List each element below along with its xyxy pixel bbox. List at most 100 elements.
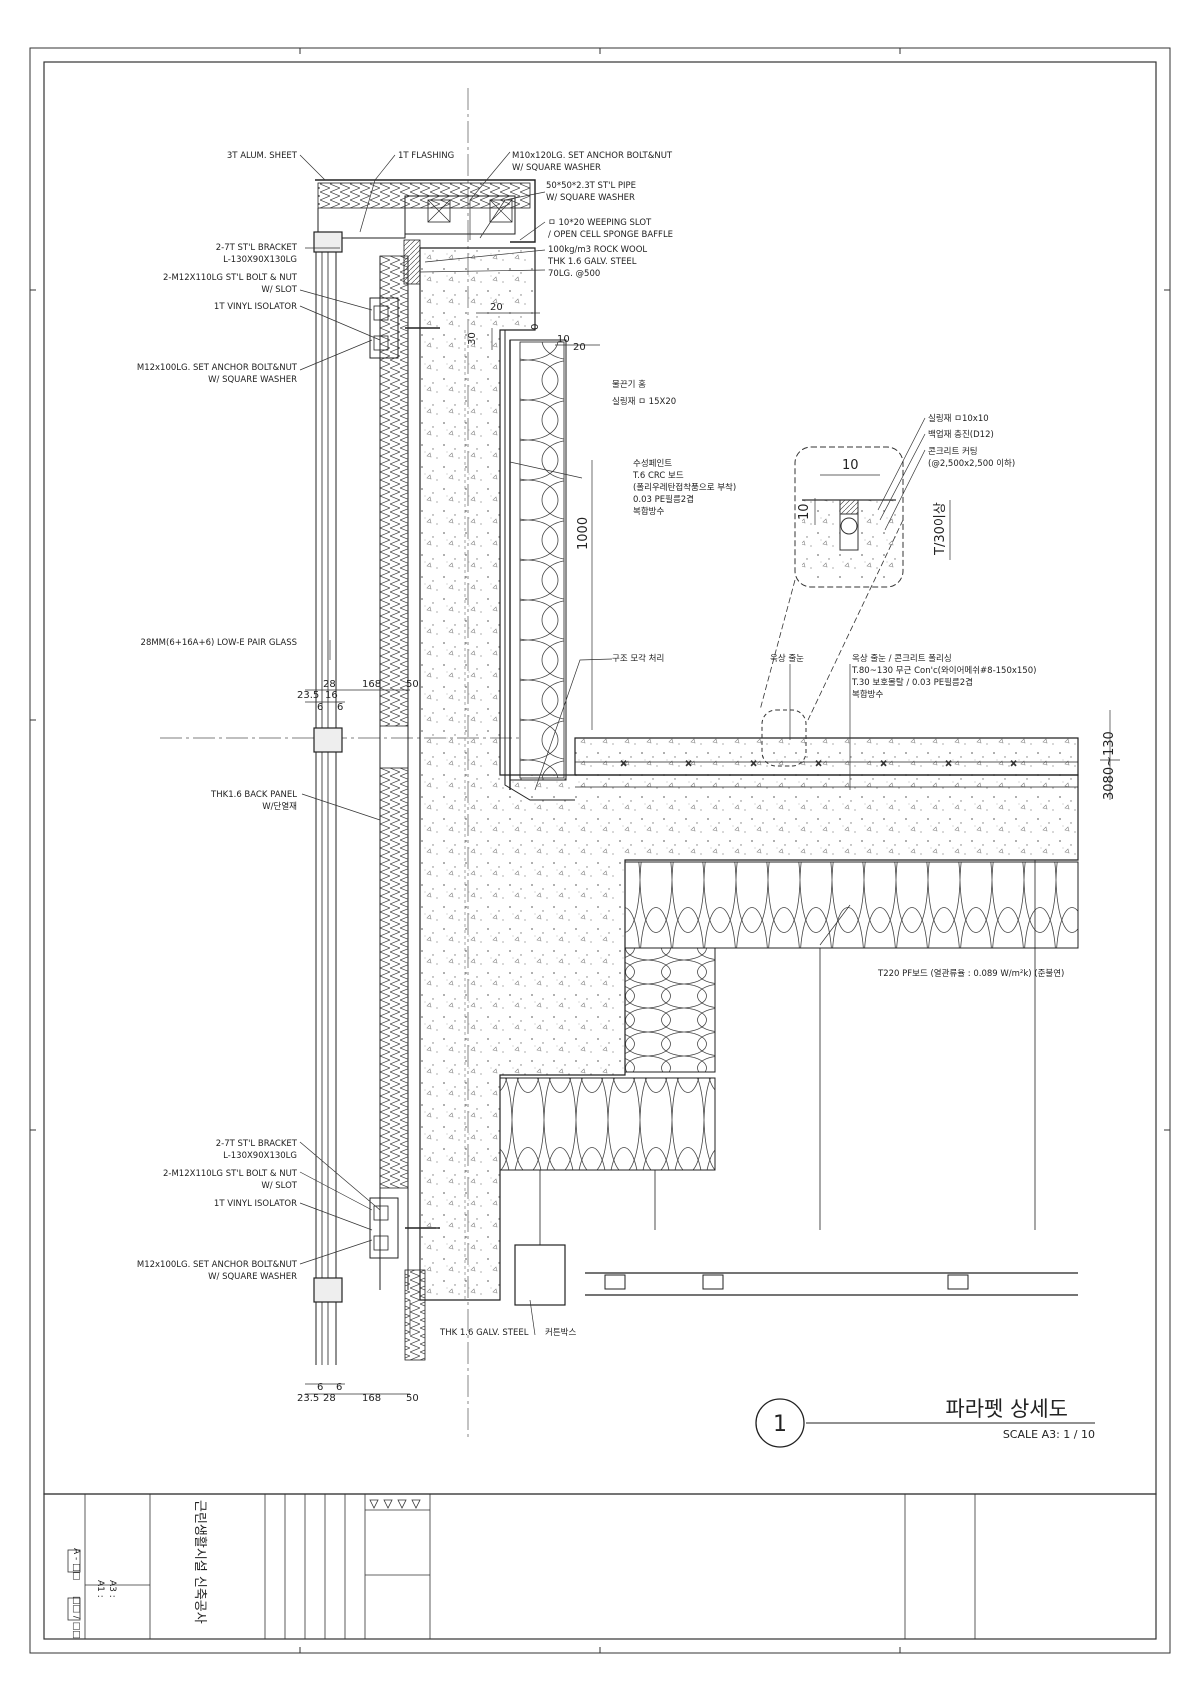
dim-bot-6b: 6 [336,1382,342,1393]
dim-bot-6a: 6 [317,1382,323,1393]
ceiling-insulation [499,861,1079,1171]
title-block-grid [67,1494,976,1639]
dim-top-50: 50 [406,679,419,690]
svg-text:×: × [880,759,887,769]
label-curtain-box: 커튼박스 [545,1327,576,1338]
project-name: 근린생활시설 신축공사 [192,1500,207,1624]
label-weeping-slot: ㅁ 10*20 WEEPING SLOT [548,218,652,228]
label-pair-glass: 28MM(6+16A+6) LOW-E PAIR GLASS [141,638,297,648]
inset-labels: 실링재 ㅁ10x10 백업재 충진(D12) 콘크리트 커팅 (@2,500x2… [928,413,1015,469]
label-roof-polish: 옥상 줄눈 / 콘크리트 폴리싱 [852,653,952,664]
label-inset-cutting: 콘크리트 커팅 [928,446,978,457]
dim-top-28: 28 [323,679,336,690]
label-bracket-size-bottom: L-130X90X130LG [223,1151,297,1161]
label-isolator-top: 1T VINYL ISOLATOR [214,302,297,312]
label-pf-board: T220 PF보드 (열관류율 : 0.089 W/m²k) (준불연) [877,968,1064,979]
svg-text:×: × [1010,759,1017,769]
svg-text:×: × [685,759,692,769]
detail-number: 1 [773,1412,787,1437]
dim-top-6b: 6 [337,702,343,713]
label-roof-concrete: T.80~130 무근 Con'c(와이어메쉬#8-150x150) [851,665,1036,676]
dim-10: 10 [557,334,570,345]
concrete-structure [419,247,1079,1301]
dim-bot-168: 168 [362,1393,381,1404]
label-pe-film: 0.03 PE필름2겹 [633,494,694,505]
top-labels: 1T FLASHING M10x120LG. SET ANCHOR BOLT&N… [398,151,673,279]
label-alum-sheet: 3T ALUM. SHEET [227,151,298,161]
label-waterproof: 복합방수 [633,506,664,517]
dim-30: 30 [467,332,478,345]
label-slot-bottom: W/ SLOT [261,1181,297,1191]
label-crc-board: T.6 CRC 보드 [632,471,684,481]
label-insulation: W/단열재 [262,801,297,812]
label-anchor-top: M12x100LG. SET ANCHOR BOLT&NUT [137,363,298,373]
sheet-size-a3: A3 : [107,1580,117,1598]
title-block-text: 근린생활시설 신축공사 A1 : A3 : A - □□ □□ / □□ [71,1500,207,1639]
left-labels: 3T ALUM. SHEET 2-7T ST'L BRACKET L-130X9… [137,151,298,1282]
ceiling-system [514,860,1078,1306]
label-slot-top: W/ SLOT [261,285,297,295]
label-bolt-top: 2-M12X110LG ST'L BOLT & NUT [163,273,298,283]
label-pipe-washer: W/ SQUARE WASHER [546,193,635,203]
svg-text:×: × [945,759,952,769]
sheet-size-a1: A1 : [95,1580,105,1598]
label-anchor-m10: M10x120LG. SET ANCHOR BOLT&NUT [512,151,673,161]
label-flashing: 1T FLASHING [398,151,454,161]
detail-marker [755,1398,1095,1448]
dim-top-16: 16 [325,690,338,701]
dim-top-168: 168 [362,679,381,690]
label-adhesive: (폴리우레탄접착품으로 부착) [633,482,736,493]
label-rock-wool: 100kg/m3 ROCK WOOL [548,245,647,255]
dim-top-6a: 6 [317,702,323,713]
drawing-title: 파라펫 상세도 [945,1397,1068,1421]
label-bracket-bottom: 2-7T ST'L BRACKET [216,1139,298,1149]
dim-bot-23: 23.5 [297,1393,319,1404]
dim-20a: 20 [490,302,503,313]
label-galv-spacing: 70LG. @500 [548,269,600,279]
joint-inset-detail [759,446,904,721]
label-roof-mortar: T.30 보호몰탈 / 0.03 PE필름2겹 [851,677,973,688]
label-isolator-bottom: 1T VINYL ISOLATOR [214,1199,297,1209]
label-inset-backer: 백업재 충진(D12) [928,429,994,440]
curtain-wall [313,231,440,1365]
label-sealant: 실링재 ㅁ 15X20 [612,396,676,407]
parapet-insulation [504,330,575,801]
dim-top-23: 23.5 [297,690,319,701]
sheet-number: □□ / □□ [71,1596,81,1639]
label-galv-steel-top: THK 1.6 GALV. STEEL [547,257,637,267]
label-anchor-bottom: M12x100LG. SET ANCHOR BOLT&NUT [137,1260,298,1270]
svg-text:×: × [750,759,757,769]
label-pipe: 50*50*2.3T ST'L PIPE [546,181,636,191]
label-inset-sealant: 실링재 ㅁ10x10 [928,413,989,424]
label-galv-steel-bottom: THK 1.6 GALV. STEEL [439,1328,529,1338]
dimension-lines [305,312,1120,1395]
roof-joints: × × × × × × × [620,709,1018,770]
svg-text:×: × [620,759,627,769]
dim-20b: 20 [573,342,586,353]
inset-dim-10a: 10 [842,458,859,473]
parapet-coping [315,179,536,253]
middle-labels: 물끈기 홈 실링재 ㅁ 15X20 수성페인트 T.6 CRC 보드 (폴리우레… [439,379,1064,1338]
label-washer-top: W/ SQUARE WASHER [208,375,297,385]
inset-dim-10b: 10 [797,503,812,520]
label-anchor-m10-washer: W/ SQUARE WASHER [512,163,601,173]
drawing-scale: SCALE A3: 1 / 10 [1003,1428,1095,1441]
label-inset-spacing: (@2,500x2,500 이하) [928,458,1015,469]
label-bolt-bottom: 2-M12X110LG ST'L BOLT & NUT [163,1169,298,1179]
dim-0: 0 [530,324,541,330]
dimension-text: 20 30 0 10 20 1000 10 10 T/30이상 3080~130… [297,302,1117,1404]
label-back-panel: THK1.6 BACK PANEL [210,790,297,800]
dim-bot-50: 50 [406,1393,419,1404]
svg-text:×: × [815,759,822,769]
dim-1000: 1000 [576,517,591,550]
drawing-number: A - □□ [71,1548,81,1580]
label-bracket-top: 2-7T ST'L BRACKET [216,243,298,253]
leader-lines [299,151,926,1336]
label-paint: 수성페인트 [633,458,672,469]
inset-dim-t30: T/30이상 [933,502,948,556]
label-washer-bottom: W/ SQUARE WASHER [208,1272,297,1282]
sheet-frame [29,47,1171,1654]
label-sponge-baffle: / OPEN CELL SPONGE BAFFLE [548,230,673,240]
